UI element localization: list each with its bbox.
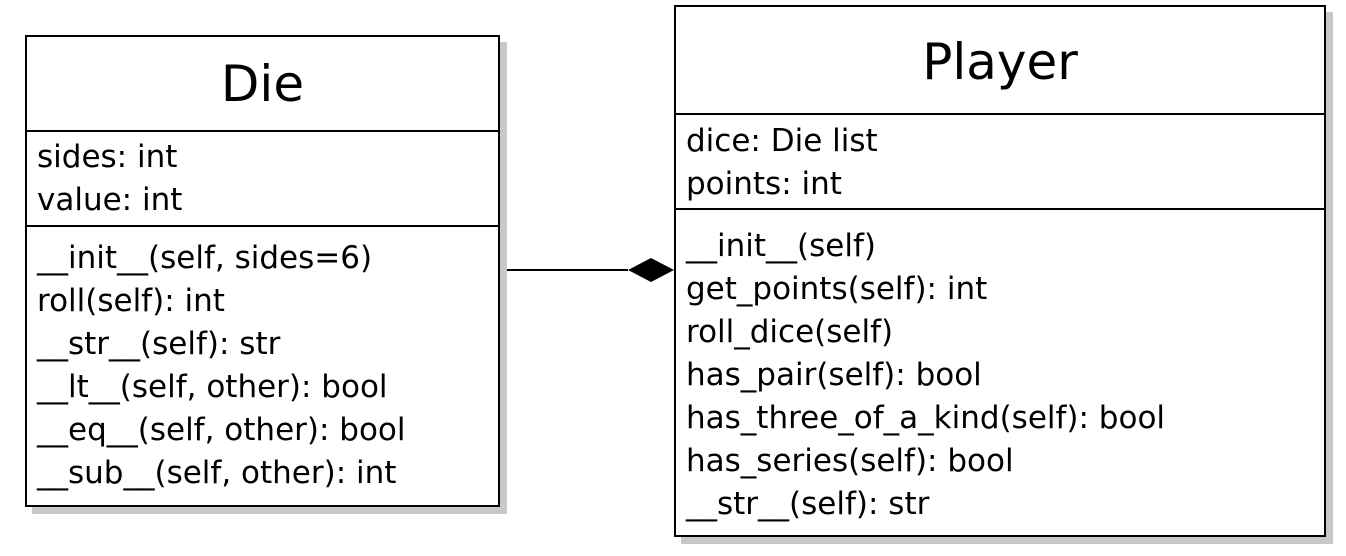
composition-diamond-icon [628,258,674,282]
class-player[interactable]: Player dice: Die list points: int __init… [674,5,1326,537]
player-operation: has_three_of_a_kind(self): bool [686,400,1166,436]
player-attribute: dice: Die list [686,123,878,159]
player-attribute: points: int [686,166,842,202]
class-die-name: Die [27,37,498,132]
die-operation: __str__(self): str [37,326,281,362]
die-operation: __sub__(self, other): int [37,455,397,491]
die-attribute: sides: int [37,139,178,175]
player-operation: has_pair(self): bool [686,357,982,393]
class-player-name: Player [676,7,1324,115]
player-operation: get_points(self): int [686,271,988,307]
player-operation: __init__(self) [686,228,876,264]
class-die-attributes: sides: int value: int [27,132,498,227]
class-player-attributes: dice: Die list points: int [676,115,1324,210]
player-operation: roll_dice(self) [686,314,894,350]
die-operation: __eq__(self, other): bool [37,412,406,448]
class-player-operations: __init__(self) get_points(self): int rol… [676,210,1324,526]
die-operation: __lt__(self, other): bool [37,369,388,405]
player-operation: has_series(self): bool [686,443,1014,479]
die-operation: __init__(self, sides=6) [37,240,373,276]
class-die-operations: __init__(self, sides=6) roll(self): int … [27,227,498,495]
die-attribute: value: int [37,182,183,218]
die-operation: roll(self): int [37,283,225,319]
class-die[interactable]: Die sides: int value: int __init__(self,… [25,35,500,507]
player-operation: __str__(self): str [686,486,930,522]
